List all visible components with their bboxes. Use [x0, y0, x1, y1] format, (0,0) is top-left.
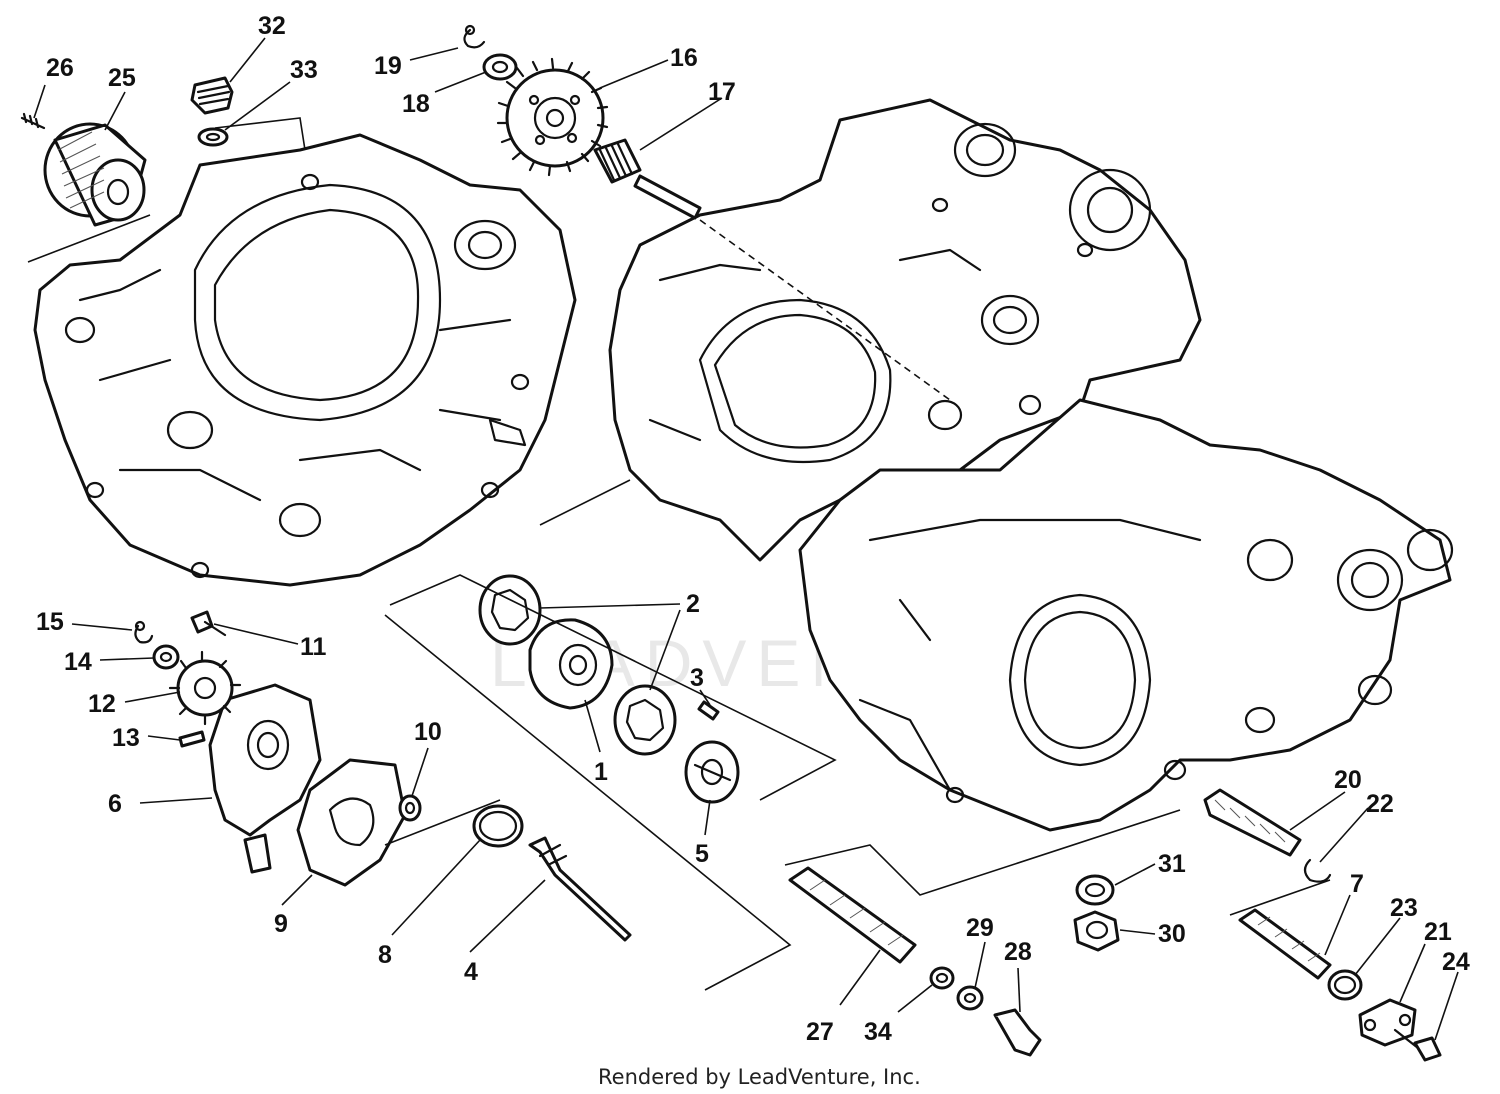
drain-plug-32: [190, 76, 234, 115]
callout-25: 25: [108, 64, 136, 92]
callout-26: 26: [46, 54, 74, 82]
circlip-22: [1303, 858, 1332, 883]
washer-31: [1075, 874, 1115, 906]
callout-31: 31: [1158, 850, 1186, 878]
pump-gear-12: [168, 650, 242, 726]
callout-16: 16: [670, 44, 698, 72]
callout-8: 8: [378, 941, 392, 969]
callout-9: 9: [274, 910, 288, 938]
callout-labels: 1 2 3 4 5 6 7 8 9 10 11 12 13 14 15 16 1…: [36, 12, 1470, 1046]
callout-13: 13: [112, 724, 140, 752]
drain-bolt-30: [1073, 910, 1120, 952]
callout-17: 17: [708, 78, 736, 106]
dowel-10: [398, 794, 422, 822]
callout-7: 7: [1350, 870, 1364, 898]
callout-21: 21: [1424, 918, 1452, 946]
callout-33: 33: [290, 56, 318, 84]
rotor-housing-1: [528, 618, 614, 710]
o-ring-23: [1327, 969, 1363, 1001]
washer-29: [956, 985, 984, 1011]
pump-cover-5: [684, 740, 740, 804]
circlip-15: [134, 620, 154, 644]
callout-18: 18: [402, 90, 430, 118]
bolt-11: [190, 610, 227, 637]
bolt-28: [993, 1008, 1042, 1057]
callout-29: 29: [966, 914, 994, 942]
oil-filter: [43, 122, 147, 227]
callout-19: 19: [374, 52, 402, 80]
callout-24: 24: [1442, 948, 1470, 976]
callout-2: 2: [686, 590, 700, 618]
washer-33: [197, 127, 229, 147]
callout-5: 5: [695, 840, 709, 868]
pump-plate-9: [296, 758, 407, 887]
callout-30: 30: [1158, 920, 1186, 948]
inner-rotor-2b: [613, 684, 677, 756]
callout-15: 15: [36, 608, 64, 636]
o-ring-8: [472, 804, 524, 848]
pin-13: [178, 730, 206, 748]
washer-14: [152, 644, 180, 670]
washer-34: [929, 966, 955, 990]
pump-shaft-4: [528, 836, 632, 942]
callout-6: 6: [108, 790, 122, 818]
needle-bearing-17: [593, 138, 702, 220]
callout-23: 23: [1390, 894, 1418, 922]
callout-12: 12: [88, 690, 116, 718]
callout-3: 3: [690, 664, 704, 692]
pin-3: [697, 700, 720, 721]
crankcase-cover: [33, 133, 577, 587]
callout-27: 27: [806, 1018, 834, 1046]
callout-leaders: [33, 37, 1459, 1041]
filter-screw: [20, 112, 46, 130]
pump-housing-6: [208, 683, 322, 874]
assembly-bracket-lines: [27, 117, 1331, 991]
callout-34: 34: [864, 1018, 892, 1046]
credit-text: Rendered by LeadVenture, Inc.: [598, 1065, 921, 1089]
bolt-24: [1393, 1028, 1442, 1062]
callout-10: 10: [414, 718, 442, 746]
callout-4: 4: [464, 958, 478, 986]
callout-22: 22: [1366, 790, 1394, 818]
callout-28: 28: [1004, 938, 1032, 966]
oil-strainer-27: [788, 866, 917, 964]
callout-11: 11: [300, 633, 327, 661]
callout-20: 20: [1334, 766, 1362, 794]
crankcase-right-half: [798, 398, 1454, 832]
washer-18: [482, 53, 518, 81]
oil-strainer-7: [1238, 908, 1332, 980]
oil-strainer-20: [1203, 788, 1302, 857]
drive-gear-16: [496, 57, 609, 177]
callout-14: 14: [64, 648, 92, 676]
callout-1: 1: [594, 758, 608, 786]
callout-32: 32: [258, 12, 286, 40]
crankcase-left-half: [608, 98, 1202, 562]
circlip-19: [463, 24, 486, 49]
